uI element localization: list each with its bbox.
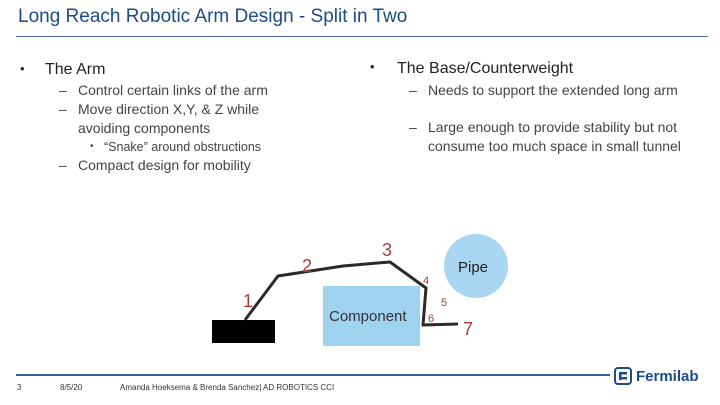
arm-heading: The Arm — [45, 61, 106, 78]
arm-item-move: Move direction X,Y, & Z while avoiding c… — [78, 101, 260, 136]
dash-icon: – — [59, 82, 67, 98]
component-box — [323, 286, 420, 346]
joint-label-7: 7 — [463, 319, 473, 339]
joint-label-6: 6 — [428, 313, 434, 325]
joint-label-5: 5 — [441, 297, 447, 309]
title-divider — [16, 36, 708, 37]
arm-item-compact: Compact design for mobility — [78, 157, 251, 173]
base-item-stability: Large enough to provide stability but no… — [428, 119, 681, 154]
slide-title: Long Reach Robotic Arm Design - Split in… — [18, 6, 408, 27]
arm-links — [243, 260, 459, 327]
pipe-label: Pipe — [458, 259, 488, 276]
joint-label-2: 2 — [302, 256, 312, 276]
footer-date: 8/5/20 — [60, 383, 83, 392]
fermilab-mark-icon — [614, 367, 632, 385]
base-heading: The Base/Counterweight — [397, 60, 574, 77]
fermilab-logo: Fermilab — [614, 365, 699, 387]
arm-item-control: Control certain links of the arm — [78, 82, 268, 98]
arm-sub-item-snake: “Snake” around obstructions — [104, 140, 262, 154]
dash-icon: – — [59, 101, 67, 117]
base-item-support: Needs to support the extended long arm — [428, 82, 678, 98]
joint-label-1: 1 — [243, 291, 253, 311]
base-block — [212, 320, 275, 343]
joint-label-3: 3 — [382, 240, 392, 260]
dash-icon: – — [59, 157, 67, 173]
dash-icon: – — [409, 119, 417, 135]
footer-divider — [16, 374, 610, 376]
footer-authors: Amanda Hoeksema & Brenda Sanchez| AD ROB… — [120, 383, 335, 392]
page-number: 3 — [17, 383, 22, 392]
component-label: Component — [329, 308, 407, 325]
pipe-circle — [444, 234, 508, 298]
bullet-icon: • — [20, 61, 25, 76]
dash-icon: – — [409, 82, 417, 98]
bullet-icon: • — [370, 59, 375, 74]
fermilab-wordmark: Fermilab — [636, 367, 699, 385]
sub-bullet-icon: • — [90, 141, 94, 152]
joint-label-4: 4 — [423, 275, 429, 287]
